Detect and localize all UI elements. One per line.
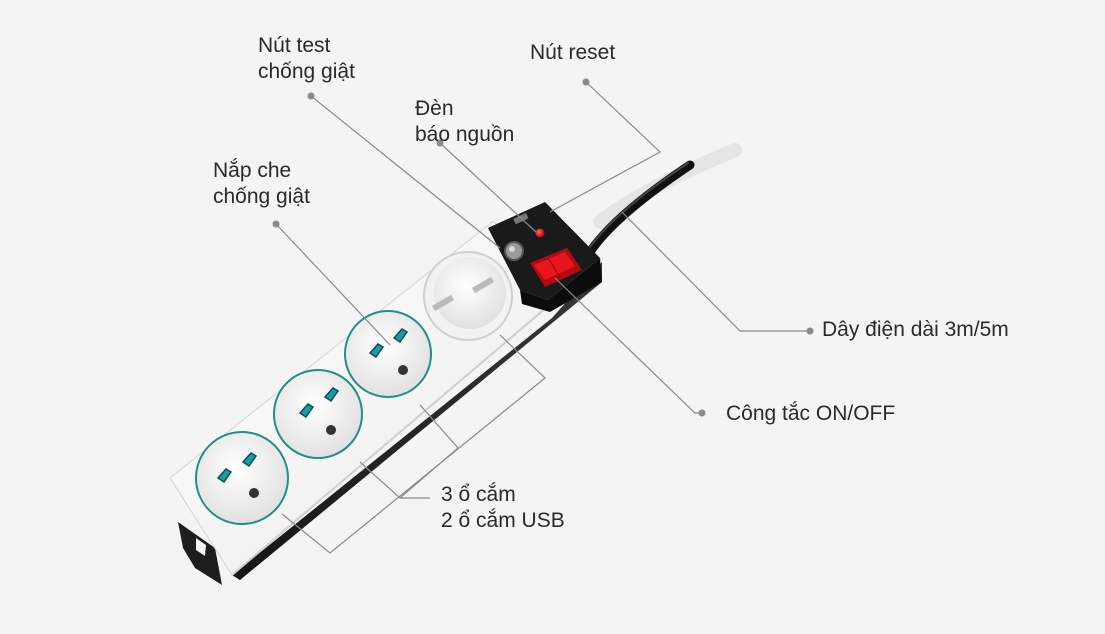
indicator-light-icon bbox=[535, 228, 545, 238]
leader-reset-button bbox=[549, 81, 662, 213]
leader-power-light bbox=[439, 142, 537, 233]
label-test-button: Nút test chống giật bbox=[258, 34, 355, 83]
power-cord bbox=[585, 160, 695, 257]
leader-shutter bbox=[275, 223, 391, 346]
leader-test-button bbox=[310, 95, 501, 249]
label-shutter: Nắp che chống giật bbox=[213, 159, 310, 208]
label-reset-button: Nút reset bbox=[530, 41, 616, 64]
leader-dots bbox=[272, 78, 814, 417]
switch-housing bbox=[488, 202, 600, 300]
leader-cord bbox=[621, 211, 810, 332]
label-cord: Dây điện dài 3m/5m bbox=[822, 318, 1009, 341]
label-outlets: 3 ổ cắm 2 ổ cắm USB bbox=[441, 483, 565, 532]
label-power-light: Đèn báo nguồn bbox=[415, 97, 515, 146]
label-switch: Công tắc ON/OFF bbox=[726, 402, 896, 425]
socket-icon bbox=[195, 431, 289, 525]
leader-outlets-bracket-inner bbox=[359, 404, 459, 499]
mounting-tab bbox=[178, 522, 222, 585]
leader-lines bbox=[275, 81, 810, 554]
usb-port-icon bbox=[423, 251, 513, 341]
strip-side-face bbox=[232, 262, 602, 580]
socket-icon bbox=[273, 369, 363, 459]
socket-icon bbox=[344, 310, 432, 398]
